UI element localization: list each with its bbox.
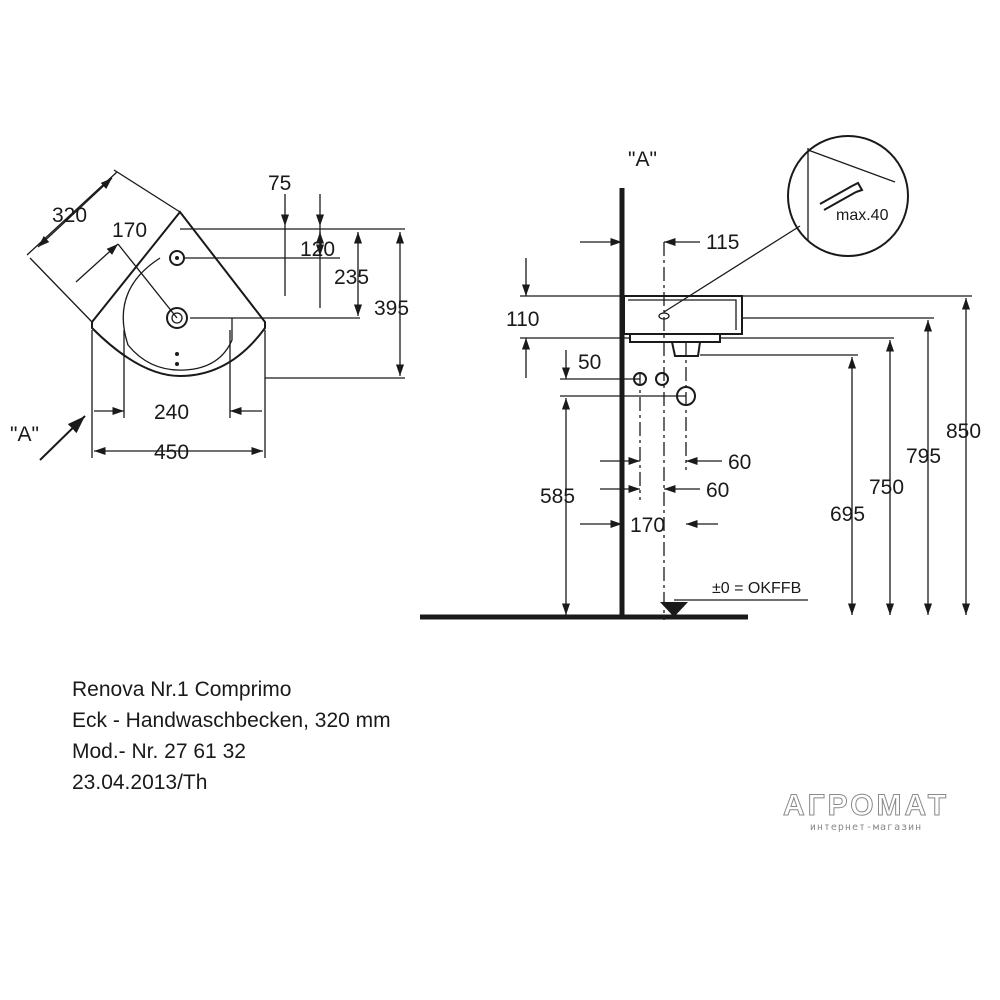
dim-850: 850	[946, 420, 981, 443]
bolt-icon	[819, 181, 864, 211]
caption-date: 23.04.2013/Th	[72, 771, 208, 794]
dim-60-top: 60	[728, 451, 751, 474]
caption-model: Mod.- Nr. 27 61 32	[72, 740, 246, 763]
detail-max-label: max.40	[836, 207, 889, 224]
dim-120: 120	[300, 238, 335, 261]
dim-695: 695	[830, 503, 865, 526]
basin-profile	[623, 295, 743, 335]
view-a-label-side: "A"	[628, 148, 657, 171]
angle-valve-right-icon	[655, 372, 669, 386]
dim-395: 395	[374, 297, 409, 320]
drawing-caption: Renova Nr.1 Comprimo Eck - Handwaschbeck…	[72, 674, 391, 798]
dim-240: 240	[154, 401, 189, 424]
view-a-label-top: "A"	[10, 423, 39, 446]
dim-450: 450	[154, 441, 189, 464]
top-view: 320 170 75 120 235 395 240 450	[10, 169, 409, 464]
floor-marker-icon	[660, 602, 688, 617]
watermark-subtitle: интернет-магазин	[809, 822, 923, 833]
dim-75: 75	[268, 172, 291, 195]
dim-110: 110	[506, 308, 539, 331]
dim-170: 170	[112, 219, 147, 242]
basin-outline	[91, 210, 266, 378]
watermark-name: АГРОМАТ	[782, 789, 950, 822]
dim-320: 320	[52, 204, 87, 227]
side-view: "A" max.40 115 110	[420, 135, 981, 620]
dim-750: 750	[869, 476, 904, 499]
detail-bubble	[787, 135, 909, 257]
caption-product: Renova Nr.1 Comprimo	[72, 678, 292, 701]
dim-170-side: 170	[630, 514, 665, 537]
dim-50: 50	[578, 351, 601, 374]
watermark-logo: АГРОМАТ интернет-магазин	[776, 789, 956, 833]
dim-235: 235	[334, 266, 369, 289]
caption-description: Eck - Handwaschbecken, 320 mm	[72, 709, 391, 732]
dim-795: 795	[906, 445, 941, 468]
dim-60-bottom: 60	[706, 479, 729, 502]
inner-bowl	[122, 257, 233, 371]
dim-115: 115	[706, 231, 739, 254]
dim-585: 585	[540, 485, 575, 508]
floor-reference-label: ±0 = OKFFB	[712, 580, 801, 597]
drain-icon	[166, 307, 188, 329]
